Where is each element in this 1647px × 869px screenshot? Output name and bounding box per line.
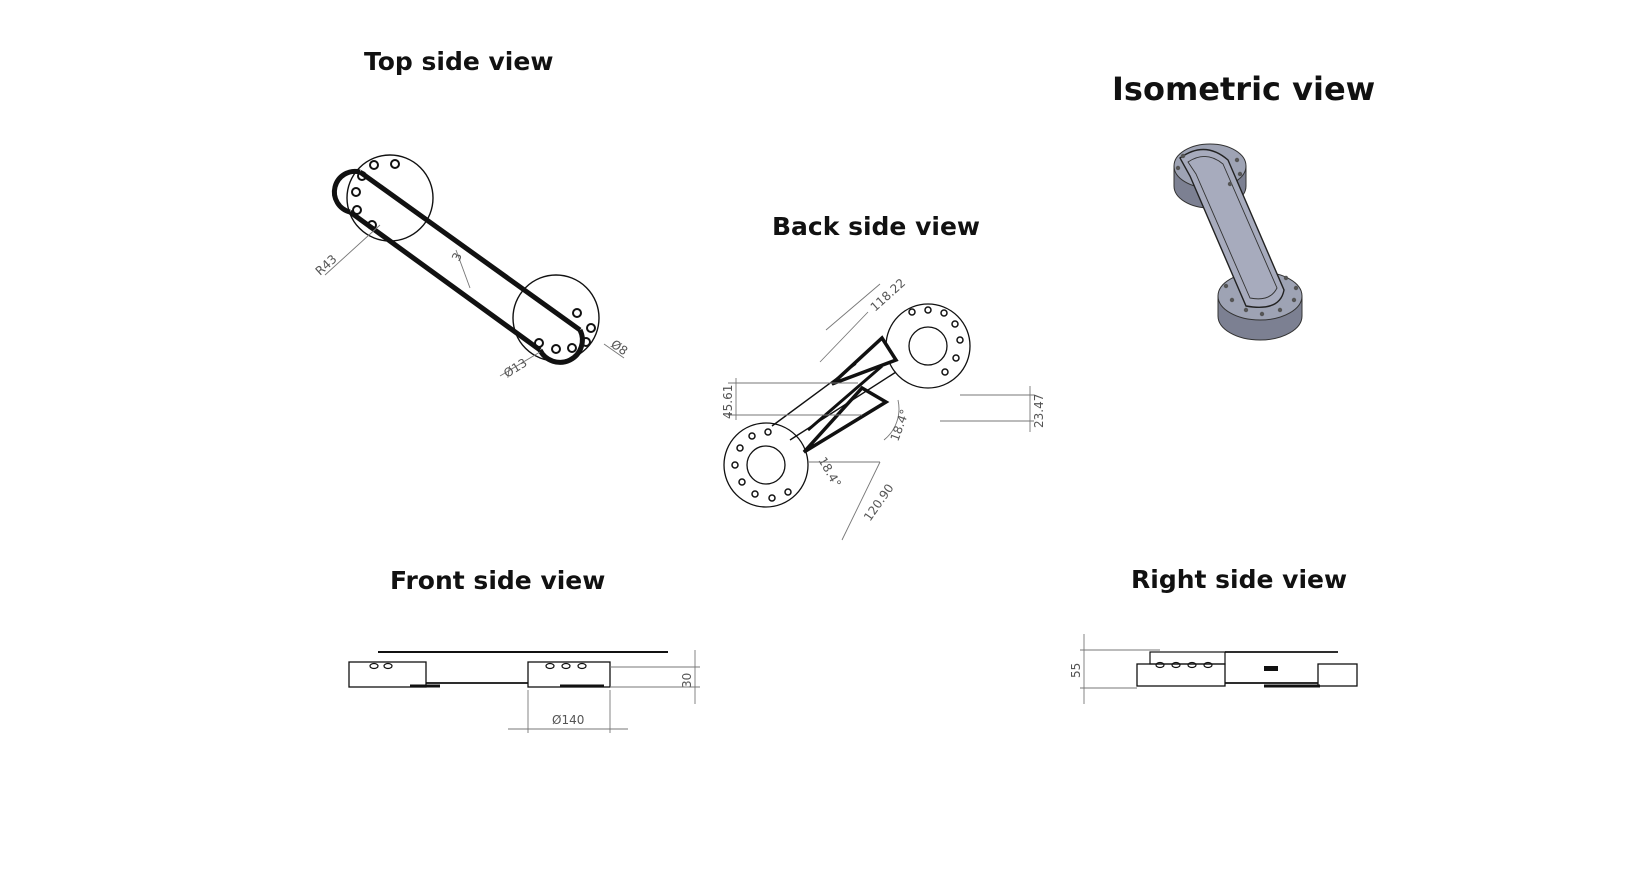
back-dim-angle-arc <box>883 399 900 441</box>
back-dim-h1: 45.61 <box>721 385 735 419</box>
top-flange-right <box>512 274 600 362</box>
back-web-centre <box>807 364 883 432</box>
top-view-title: Top side view <box>364 47 554 76</box>
front-bolt-holes <box>369 662 587 670</box>
back-view: 118.22 45.61 23.47 18.4° 18.4° 120.90 <box>721 276 1046 541</box>
back-bolt-holes <box>731 306 964 502</box>
front-flange-left <box>348 661 427 688</box>
back-dim-len2-line <box>841 461 881 541</box>
iso-bolt-holes <box>1175 153 1299 317</box>
top-body-edge-upper <box>358 169 582 333</box>
back-bore-left <box>746 445 786 485</box>
front-dim-height: 30 <box>680 673 694 688</box>
back-rib-edge-2 <box>771 363 857 427</box>
front-flange-right <box>527 661 611 688</box>
back-web-upper <box>830 335 899 386</box>
isometric-view <box>1173 143 1303 341</box>
back-dim-h2: 23.47 <box>1032 394 1046 428</box>
back-dim-len1: 118.22 <box>868 276 909 315</box>
front-view: 30 Ø140 <box>348 650 700 733</box>
top-view: R43 3 Ø13 Ø8 <box>313 154 630 381</box>
right-bolt-holes <box>1155 661 1213 669</box>
back-dim-len1-line2 <box>819 311 869 363</box>
top-body-end-left <box>331 168 361 215</box>
top-dim-hole13: Ø13 <box>501 356 529 381</box>
back-flange-left <box>723 422 809 508</box>
top-flange-left <box>346 154 434 242</box>
back-flange-right <box>885 303 971 389</box>
back-dim-angle2: 18.4° <box>815 455 843 490</box>
right-dim-height: 55 <box>1069 663 1083 678</box>
back-bore-right <box>908 326 948 366</box>
right-slot-mark <box>1264 666 1278 671</box>
right-flange-left <box>1136 663 1226 687</box>
back-dim-angle1: 18.4° <box>888 407 912 443</box>
back-dim-len2: 120.90 <box>861 481 897 523</box>
iso-body-inner-rim <box>1187 156 1278 300</box>
top-body-edge-lower <box>348 209 542 353</box>
right-view-title: Right side view <box>1131 565 1348 594</box>
iso-body <box>1179 148 1285 308</box>
top-dim-radius-leader <box>324 224 381 276</box>
top-dim-hole8: Ø8 <box>608 337 630 358</box>
top-dim-wall-leader <box>455 249 471 289</box>
back-view-title: Back side view <box>772 212 980 241</box>
right-flange-right <box>1317 663 1358 687</box>
back-rib-edge-1 <box>789 371 897 441</box>
top-dim-radius: R43 <box>313 252 340 278</box>
top-bolt-holes <box>351 159 596 354</box>
front-view-title: Front side view <box>390 566 606 595</box>
isometric-view-title: Isometric view <box>1112 70 1376 108</box>
top-dim-hole13-leader <box>499 351 541 377</box>
top-dim-hole8-leader <box>603 343 625 359</box>
right-view: 55 <box>1069 634 1358 704</box>
back-dim-len1-line <box>825 283 881 331</box>
back-web-lower <box>802 385 890 454</box>
front-dim-diameter: Ø140 <box>552 713 584 727</box>
